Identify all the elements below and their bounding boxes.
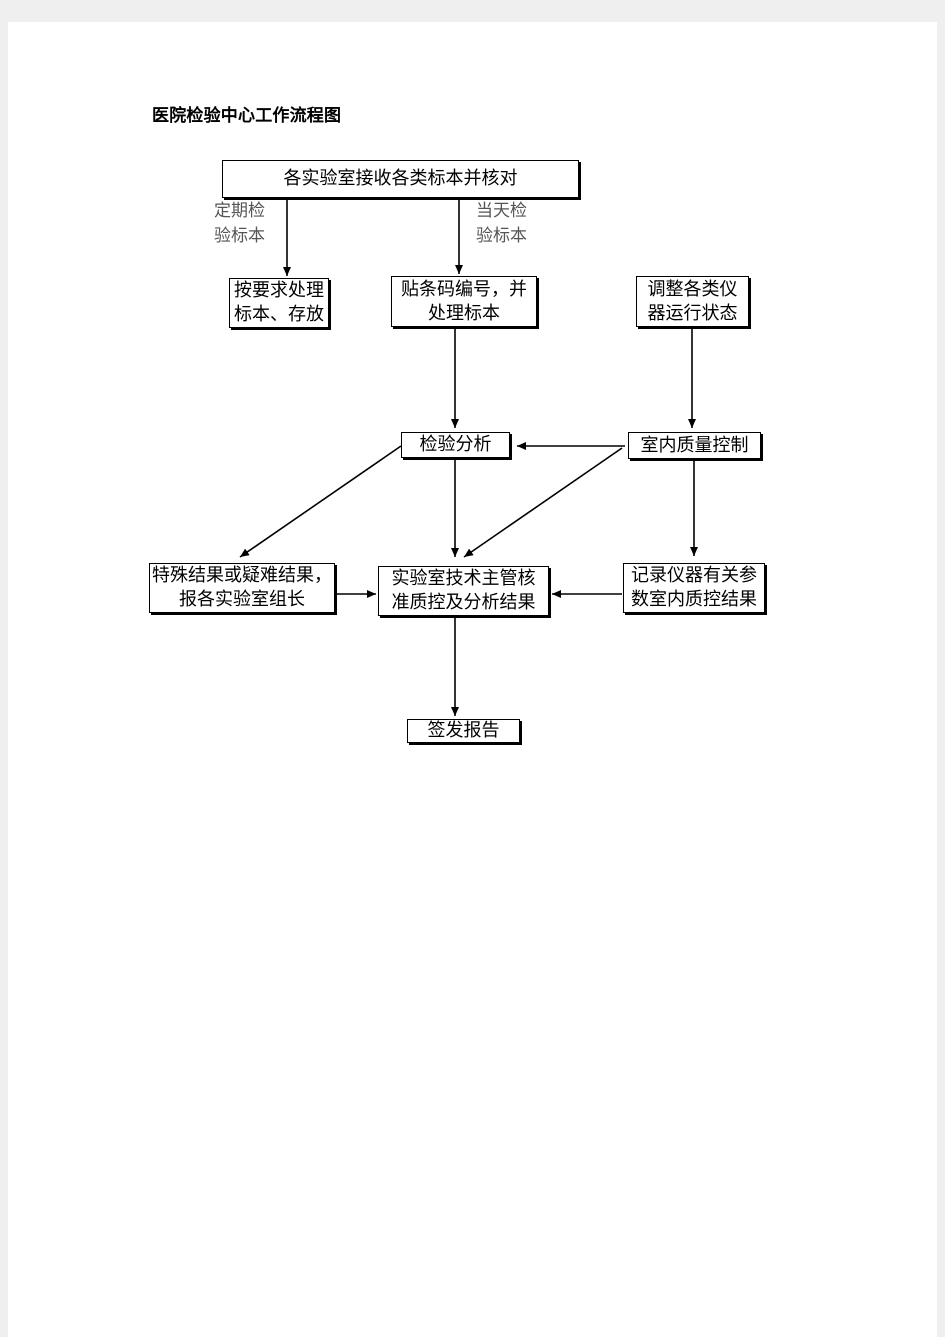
page-title: 医院检验中心工作流程图	[152, 106, 342, 126]
edge-label-periodic: 定期检 验标本	[214, 201, 265, 246]
node-internal-qc: 室内质量控制	[628, 432, 761, 459]
node-test-analysis: 检验分析	[401, 432, 510, 458]
node-supervisor-review: 实验室技术主管核 准质控及分析结果	[378, 566, 549, 616]
node-special-results: 特殊结果或疑难结果， 报各实验室组长	[149, 563, 335, 613]
node-record-qc-results: 记录仪器有关参 数室内质控结果	[623, 563, 765, 613]
node-issue-report: 签发报告	[407, 719, 520, 743]
node-receive-samples: 各实验室接收各类标本并核对	[222, 160, 579, 198]
document-page	[8, 22, 937, 1337]
edge-label-same-day: 当天检 验标本	[476, 201, 527, 246]
node-adjust-instruments: 调整各类仪 器运行状态	[636, 276, 749, 327]
node-store-samples: 按要求处理 标本、存放	[229, 278, 329, 328]
node-barcode-labeling: 贴条码编号，并 处理标本	[391, 276, 537, 327]
